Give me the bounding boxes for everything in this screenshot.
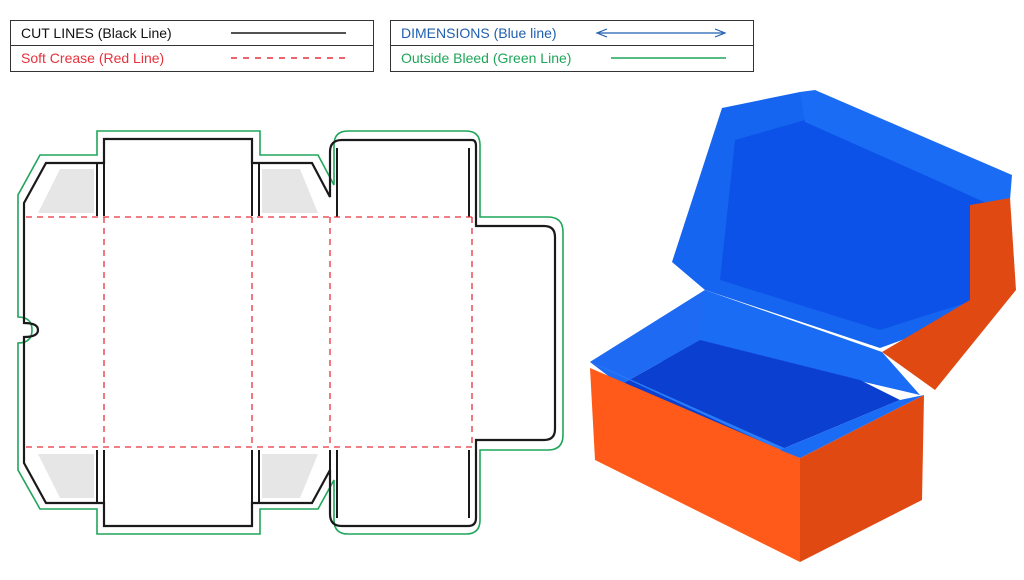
legend-right: DIMENSIONS (Blue line) Outside Bleed (Gr… — [390, 20, 754, 72]
legend-left: CUT LINES (Black Line) Soft Crease (Red … — [10, 20, 374, 72]
legend-bleed-label: Outside Bleed (Green Line) — [401, 50, 572, 66]
box-lid-tuck-flap — [800, 90, 1012, 205]
legend-dimensions-row: DIMENSIONS (Blue line) — [391, 21, 753, 45]
dust-flap-bottom-right — [262, 454, 318, 498]
legend-bleed-row: Outside Bleed (Green Line) — [391, 45, 753, 70]
legend-dimensions-arrow — [595, 28, 727, 38]
box-outside-right — [800, 395, 924, 562]
dust-flap-top-left — [38, 169, 94, 213]
legend-dimensions-label: DIMENSIONS (Blue line) — [401, 25, 557, 41]
dust-flap-top-right — [262, 169, 318, 213]
box-interior-left-wall — [590, 290, 705, 385]
legend-bleed-sample — [611, 57, 726, 59]
legend-cut-sample — [231, 32, 346, 34]
dust-flap-bottom-left — [38, 454, 94, 498]
legend-crease-label: Soft Crease (Red Line) — [21, 50, 165, 66]
legend-cut-row: CUT LINES (Black Line) — [11, 21, 373, 45]
box-outside-front — [590, 368, 800, 562]
cut-line-outline — [22, 137, 557, 528]
box-interior-floor — [620, 340, 900, 450]
dust-flaps — [38, 169, 318, 498]
inner-cut-slits — [96, 139, 470, 526]
box-right-top-edge — [780, 395, 924, 458]
legend-cut-label: CUT LINES (Black Line) — [21, 25, 172, 41]
box-lid-side-flap — [882, 198, 1016, 390]
box-front-inner-lip — [590, 362, 800, 455]
soft-crease-lines — [26, 216, 476, 448]
box-lid-inner-panel — [720, 120, 990, 330]
folded-box-illustration — [590, 90, 1016, 562]
legend-crease-row: Soft Crease (Red Line) — [11, 45, 373, 70]
